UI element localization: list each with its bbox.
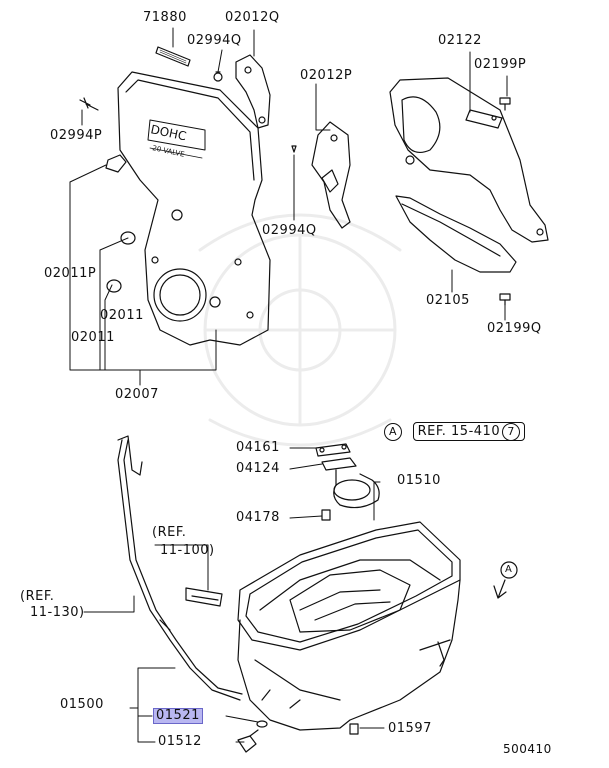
ref-11-100-line2[interactable]: 11-100) [160, 543, 215, 558]
plug-caps [105, 154, 136, 293]
oil-pan [237, 559, 461, 731]
bolt-02994Q-mid [291, 145, 297, 153]
oil-pan-gasket [237, 521, 461, 651]
baffle-01521 [185, 587, 223, 607]
marker-a-arrow [493, 561, 518, 599]
part-label-71880[interactable]: 71880 [143, 10, 187, 25]
bolt-01597 [349, 723, 359, 735]
marker-a-circle: A [384, 423, 402, 441]
lower-cover-02105 [395, 195, 517, 273]
drain-plug-01512 [237, 729, 259, 753]
oil-strainer [321, 457, 380, 509]
part-label-02199p[interactable]: 02199P [474, 57, 527, 72]
leader-lines-lower [83, 447, 385, 743]
part-label-02011-a[interactable]: 02011 [100, 308, 144, 323]
bolt-02994P [79, 97, 99, 111]
document-number: 500410 [503, 742, 552, 756]
part-label-02105[interactable]: 02105 [426, 293, 470, 308]
washer-01521 [256, 720, 268, 728]
part-label-02007[interactable]: 02007 [115, 387, 159, 402]
part-label-01500[interactable]: 01500 [60, 697, 104, 712]
part-label-04178[interactable]: 04178 [236, 510, 280, 525]
part-label-01512[interactable]: 01512 [158, 734, 202, 749]
part-label-02199q[interactable]: 02199Q [487, 321, 542, 336]
emblem-strip [155, 46, 191, 67]
ref-11-130-line1: (REF. [20, 589, 55, 604]
bolt-04178 [321, 509, 331, 521]
ref-11-100-line1: (REF. [152, 525, 187, 540]
part-label-01597[interactable]: 01597 [388, 721, 432, 736]
ref-11-130-line2[interactable]: 11-130) [30, 605, 85, 620]
watermark-logo [198, 213, 402, 447]
part-label-02011p[interactable]: 02011P [44, 266, 97, 281]
part-label-02994q-top[interactable]: 02994Q [187, 33, 242, 48]
dipstick-tube [117, 435, 243, 701]
timing-belt-cover [117, 71, 271, 346]
part-label-02122[interactable]: 02122 [438, 33, 482, 48]
part-label-04161[interactable]: 04161 [236, 440, 280, 455]
part-label-02011-b[interactable]: 02011 [71, 330, 115, 345]
ref-tag-circle-number: 7 [502, 423, 521, 441]
bolt-02994Q-top [213, 71, 223, 82]
part-label-02012q[interactable]: 02012Q [225, 10, 280, 25]
rear-plate-02122 [389, 77, 549, 243]
leader-lines-upper [69, 27, 508, 386]
part-label-01510[interactable]: 01510 [397, 473, 441, 488]
bolt-02199Q [499, 293, 511, 306]
part-label-02012p[interactable]: 02012P [300, 68, 353, 83]
part-label-02994p[interactable]: 02994P [50, 128, 103, 143]
part-label-02994q-mid[interactable]: 02994Q [262, 223, 317, 238]
bracket-02012P [311, 121, 351, 229]
valve-emblem: 20 VALVE [152, 144, 186, 159]
part-label-01521-highlighted[interactable]: 01521 [153, 708, 203, 724]
ref-tag-text: REF. 15-410 [417, 424, 501, 439]
bolt-02199P [499, 97, 511, 111]
oil-strainer-gasket [315, 443, 351, 457]
part-label-04124[interactable]: 04124 [236, 461, 280, 476]
marker-a-label: A [505, 564, 513, 575]
bracket-02012Q [235, 54, 271, 129]
